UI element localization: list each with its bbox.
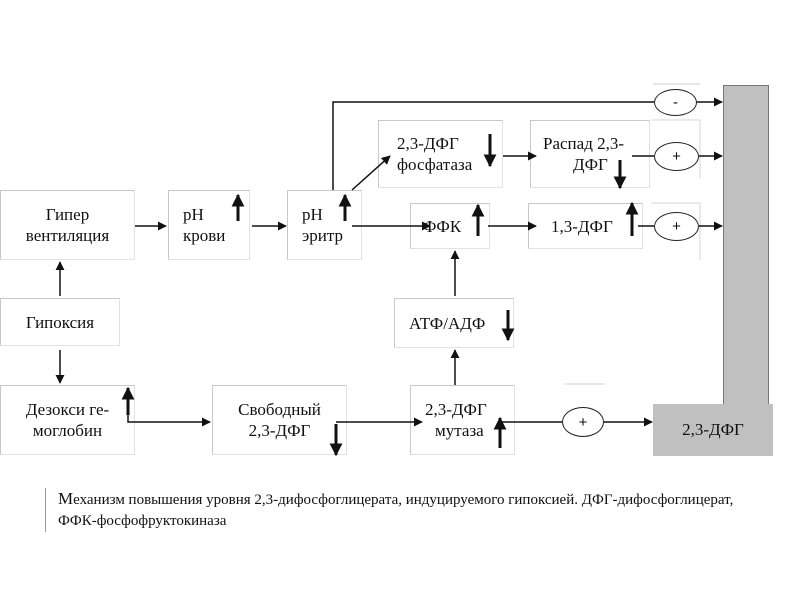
node-dpg-breakdown-line-1: Распад 2,3- [543,134,624,153]
plus-circle-mutase: + [562,407,604,437]
node-free-dpg: Свободный 2,3-ДФГ [212,385,347,455]
dpg-level-bar [723,85,769,455]
arrow-ph-ery-to-phosphatase [351,155,391,191]
node-free-dpg-line-2: 2,3-ДФГ [248,421,311,440]
node-dpg-result: 2,3-ДФГ [653,404,773,456]
node-free-dpg-line-1: Свободный [238,400,321,419]
minus-sign: - [673,94,678,111]
arrow-deoxy-to-free-dpg [127,397,211,427]
node-dpg-mutase-line-1: 2,3-ДФГ [425,400,487,419]
node-atp-adp: АТФ/АДФ [394,298,514,348]
node-hypoxia-line-1: Гипоксия [25,312,95,332]
node-hypoxia: Гипоксия [0,298,120,346]
node-ph-erythrocyte-line-2: эритр [302,226,344,245]
plus-circle-13bpg: + [654,212,699,241]
node-hyperventilation-line-2: вентиляция [25,226,110,245]
node-dpg-phosphatase-line-1: 2,3-ДФГ [397,134,459,153]
node-ph-blood: pH крови [168,190,250,260]
node-dpg-mutase-line-2: мутаза [435,421,484,440]
node-deoxyhemoglobin-line-2: моглобин [32,421,103,440]
caption-first-letter: М [58,489,74,508]
node-hyperventilation: Гипер вентиляция [0,190,135,260]
node-dpg-phosphatase: 2,3-ДФГ фосфатаза [378,120,503,188]
node-hyperventilation-line-1: Гипер [45,205,90,224]
plus-sign: + [672,148,681,165]
plus-sign: + [578,413,588,431]
node-deoxyhemoglobin: Дезокси ге- моглобин [0,385,135,455]
node-dpg-result-label: 2,3-ДФГ [682,420,744,439]
figure-caption: Механизм повышения уровня 2,3-дифосфогли… [45,488,755,532]
node-atp-adp-line-1: АТФ/АДФ [409,313,486,333]
arrow-ph-ery-to-minus [332,101,654,190]
node-bpg-13-line-1: 1,3-ДФГ [551,216,613,236]
minus-circle: - [654,89,697,116]
node-ph-blood-line-2: крови [183,226,226,245]
caption-text: еханизм повышения уровня 2,3-дифосфоглиц… [58,492,734,529]
node-dpg-breakdown-line-2: ДФГ [573,155,608,174]
node-ph-erythrocyte: pH эритр [287,190,362,260]
node-ph-blood-line-1: pH [183,205,204,224]
node-deoxyhemoglobin-line-1: Дезокси ге- [25,400,110,419]
node-dpg-phosphatase-line-2: фосфатаза [397,155,473,174]
node-ph-erythrocyte-line-1: pH [302,205,323,224]
node-dpg-mutase: 2,3-ДФГ мутаза [410,385,515,455]
node-pfk-line-1: ФФК [423,216,462,236]
plus-sign: + [672,218,681,235]
plus-circle-breakdown: + [654,142,699,171]
